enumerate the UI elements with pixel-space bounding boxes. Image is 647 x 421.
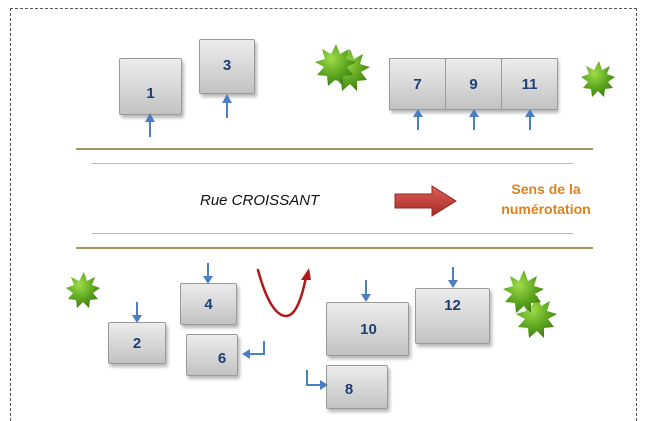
house-11: 11	[501, 58, 558, 110]
house-10: 10	[326, 302, 409, 356]
house-3: 3	[199, 39, 255, 94]
direction-label: Sens de la numérotation	[484, 179, 608, 219]
house-6: 6	[186, 334, 238, 376]
road-lane-line-top	[92, 163, 573, 164]
road-edge-bottom	[76, 247, 593, 249]
direction-label-line2: numérotation	[501, 201, 591, 217]
road-edge-top	[76, 148, 593, 150]
road-lane-line-bottom	[92, 233, 573, 234]
house-2: 2	[108, 322, 166, 364]
house-4: 4	[180, 283, 237, 325]
street-name: Rue CROISSANT	[200, 192, 320, 209]
house-1: 1	[119, 58, 182, 115]
house-12: 12	[415, 288, 490, 344]
house-8: 8	[326, 365, 388, 409]
direction-label-line1: Sens de la	[511, 181, 581, 197]
house-9: 9	[445, 58, 502, 110]
house-7: 7	[389, 58, 446, 110]
diagram-frame	[10, 8, 637, 421]
